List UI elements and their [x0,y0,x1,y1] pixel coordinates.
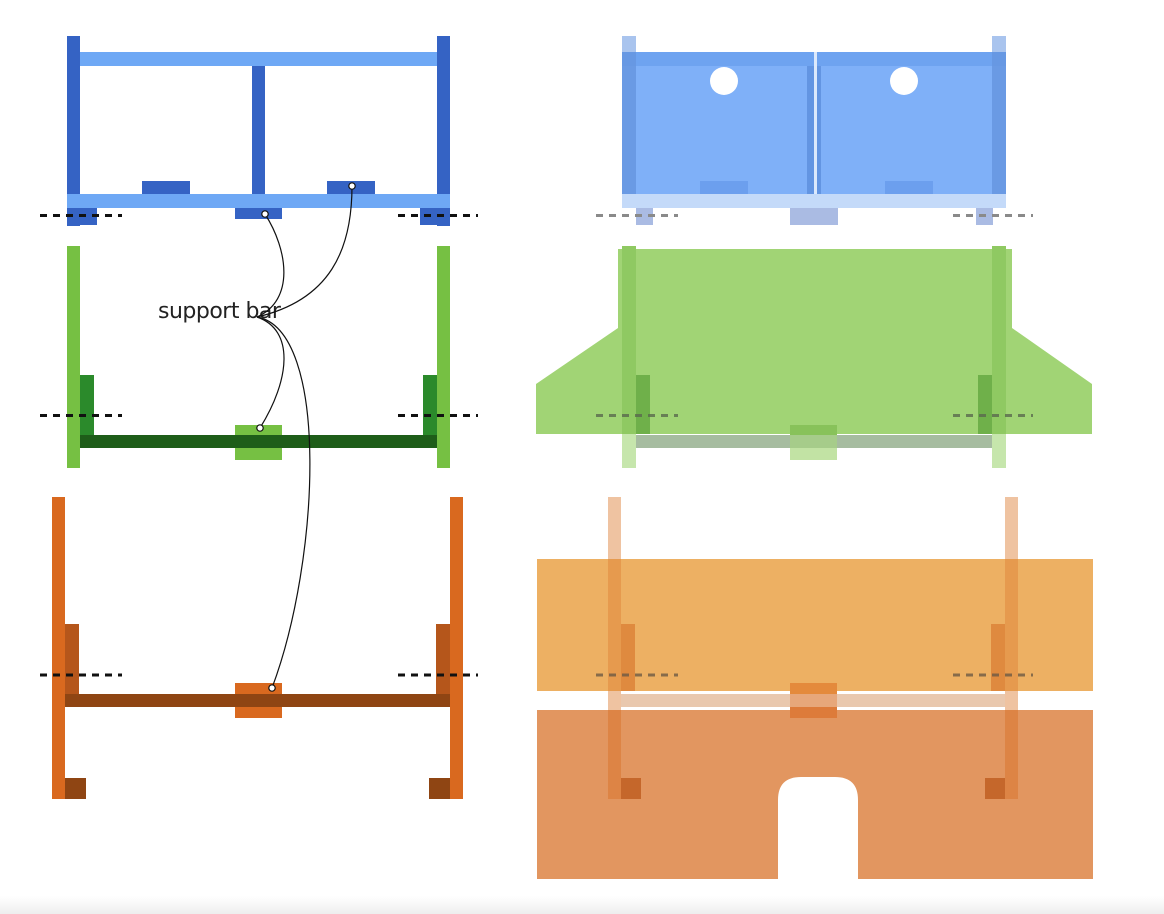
green-panel-view [536,246,1092,468]
leader-line-blue-center [256,213,285,318]
blue-frame-outline [40,36,478,226]
callout-label: support bar [158,299,282,324]
orange-foot-right [429,778,450,799]
orange-panel-post-right-bottom [1005,710,1018,799]
leader-line-green [256,316,285,429]
green-bracket-left [80,375,94,437]
blue-panel-hole-right [890,67,918,95]
orange-bottom-rail [65,694,450,707]
green-panel-post-left [622,246,636,434]
orange-foot-left [65,778,86,799]
orange-panel-foot-right [985,778,1005,799]
blue-panel-hole-left [710,67,738,95]
callout-dot-blue-center [261,210,269,218]
orange-panel-post-left-top [608,559,621,691]
callout-dot-orange [268,684,276,692]
orange-panel-bracket-right [991,624,1005,691]
green-left-post [67,246,80,468]
callout-dot-green [256,424,264,432]
green-bracket-right [423,375,437,437]
green-panel-bracket-left [636,375,650,434]
orange-bracket-right [436,624,450,694]
orange-right-post [450,497,463,799]
green-panel-post-right [992,246,1006,434]
blue-panel-pad-left [700,181,748,194]
leader-line-orange [256,316,311,689]
orange-panel-support-pad-top [790,683,837,694]
orange-bracket-left [65,624,79,694]
green-panel-support-pad-mid [790,435,837,448]
blue-top-rail [78,52,438,66]
orange-frame-outline [40,497,478,799]
green-panel-support-pad-bottom [790,448,837,460]
support-bar-callout: support bar [158,182,356,692]
blue-right-post [437,36,450,226]
blue-panel-post-right [992,36,1006,194]
blue-panel-seam [814,52,817,194]
leader-line-blue-right [256,185,353,318]
blue-panel-post-left [622,36,636,194]
blue-panel-pad-right [885,181,933,194]
orange-panel-bottom [537,710,1093,879]
orange-panel-bracket-left [621,624,635,691]
orange-panel-post-left-bottom [608,710,621,799]
orange-panel-support-pad-bottom [790,707,837,718]
blue-panel-view [596,36,1033,225]
orange-panel-support-pad-mid [790,694,837,707]
orange-left-post [52,497,65,799]
blue-panel-foot-left [636,208,653,225]
blue-bottom-rail [67,194,450,208]
bottom-edge-shadow [0,896,1164,914]
orange-panel-view [537,497,1093,879]
blue-foot-left [80,208,97,225]
green-panel-bracket-right [978,375,992,434]
blue-panel-post-left-cap [622,36,636,52]
callout-dot-blue-right [348,182,356,190]
green-right-post [437,246,450,468]
blue-panel-base [622,194,1006,208]
orange-panel-foot-left [621,778,641,799]
blue-left-post [67,36,80,226]
blue-center-post [252,66,265,194]
blue-panel-support-bar [790,208,838,225]
green-frame-outline [40,246,478,468]
blue-support-bar [235,208,282,219]
orange-panel-post-right-top [1005,559,1018,691]
blue-panel-post-right-cap [992,36,1006,52]
green-panel-support-pad-top [790,425,837,435]
green-panel-shape [536,249,1092,434]
blue-pad-left [142,181,190,194]
green-bottom-rail [80,435,437,448]
